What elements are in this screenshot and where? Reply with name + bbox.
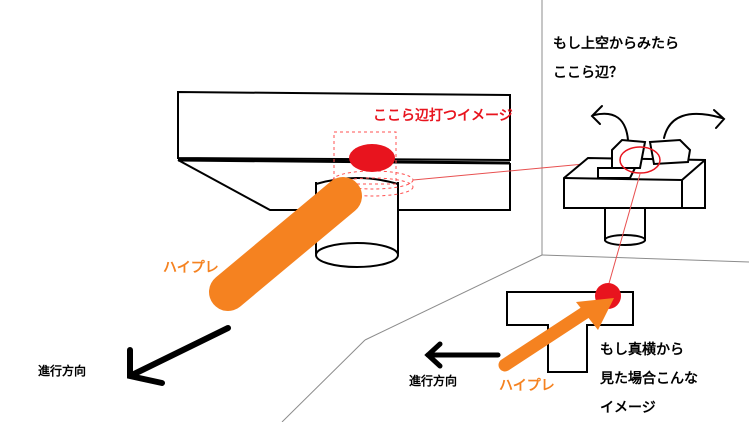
- ceiling-unit-front-face: [177, 90, 511, 162]
- cylinder-bottom: [315, 242, 399, 268]
- top-view-unit: [563, 138, 706, 246]
- direction-label-main: 進行方向: [38, 363, 86, 378]
- cylinder-top: [315, 177, 399, 185]
- top-view-rotate-arrows: [590, 105, 726, 141]
- top-view-block-1: [611, 138, 647, 169]
- room-lines: [281, 0, 749, 422]
- hipre-label-side: ハイプレ: [499, 378, 555, 394]
- direction-arrow-main: [127, 325, 231, 386]
- red-note-label: ここら辺打つイメージ: [373, 107, 513, 124]
- target-red-dot: [349, 144, 395, 172]
- hipre-label-main: ハイプレ: [163, 260, 219, 276]
- cylinder: [315, 177, 399, 268]
- ceiling-unit-bottom-edge: [177, 158, 511, 165]
- top-view-target-circle: [619, 146, 661, 174]
- top-view-question-line1: もし上空からみたら: [553, 35, 679, 52]
- side-view-note-line2: 見た場合こんな: [599, 370, 698, 387]
- side-view-note-line3: イメージ: [600, 400, 656, 416]
- side-view-note-line1: もし真横から: [600, 341, 684, 358]
- top-view-question-line2: ここら辺？: [553, 64, 623, 81]
- room-floor-line-right: [541, 254, 749, 263]
- room-floor-line-left-lower: [281, 339, 366, 422]
- direction-arrow-side: [424, 341, 501, 369]
- hipre-arrow-side: [498, 298, 614, 372]
- hipre-stroke-main: [209, 177, 362, 311]
- direction-label-side: 進行方向: [409, 373, 457, 388]
- room-floor-line-left: [364, 254, 543, 341]
- guide-line-side: [605, 173, 641, 295]
- top-view-block-3: [597, 167, 637, 179]
